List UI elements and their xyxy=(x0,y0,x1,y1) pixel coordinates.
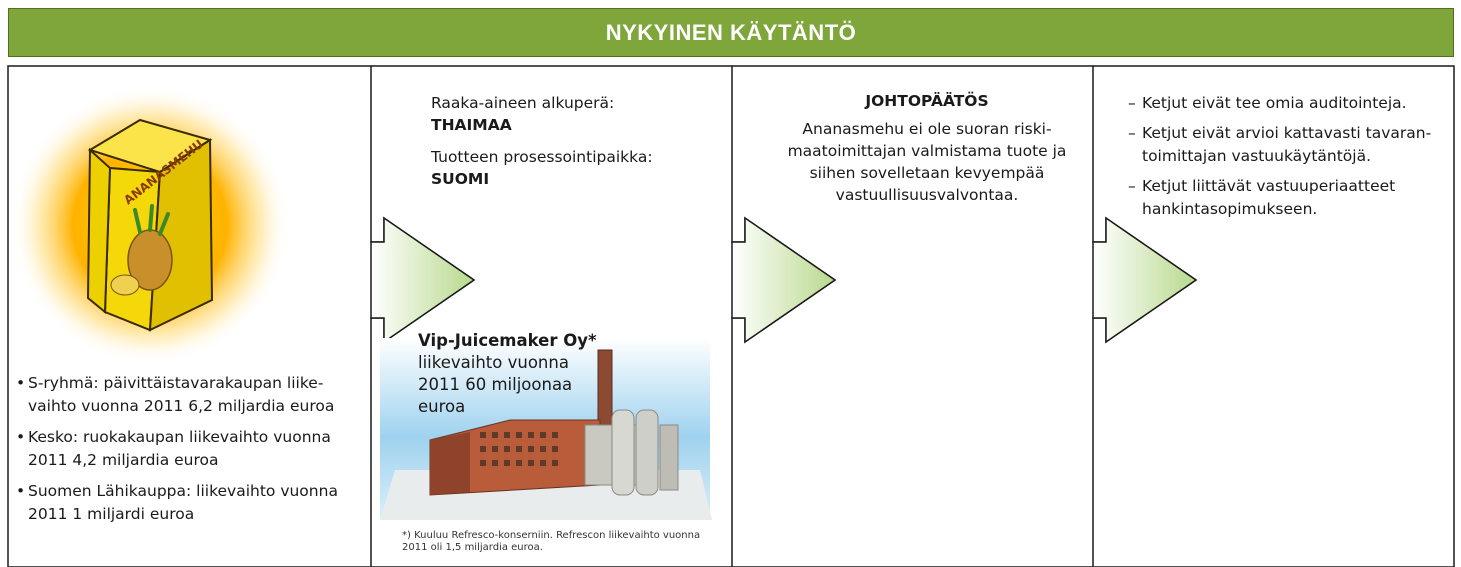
footnote: *) Kuuluu Refresco-konserniin. Refrescon… xyxy=(402,530,701,553)
retail-chains-list: S-ryhmä: päivittäistavarakaupan liike-va… xyxy=(16,372,361,534)
list-item: Kesko: ruokakaupan liikevaihto vuonna 20… xyxy=(16,426,361,472)
conclusion-block: JOHTOPÄÄTÖS Ananasmehu ei ole suoran ris… xyxy=(782,90,1072,206)
column-4-box xyxy=(1093,65,1455,567)
company-info: Vip-Juicemaker Oy* liikevaihto vuonna 20… xyxy=(418,330,678,418)
list-item: Suomen Lähikauppa: liikevaihto vuonna 20… xyxy=(16,480,361,526)
origin-value: THAIMAA xyxy=(431,116,512,134)
list-item: Ketjut eivät tee omia auditointeja. xyxy=(1128,92,1453,115)
list-item: Ketjut liittävät vastuuperiaatteet hanki… xyxy=(1128,175,1453,221)
practices-list: Ketjut eivät tee omia auditointeja. Ketj… xyxy=(1128,92,1453,228)
factory-illustration xyxy=(380,338,712,520)
origin-label: Raaka-aineen alkuperä: xyxy=(431,94,615,112)
company-name: Vip-Juicemaker Oy* xyxy=(418,331,597,350)
processing-label: Tuotteen prosessointipaikka: xyxy=(431,148,653,166)
arrow-3 xyxy=(1092,216,1198,344)
conclusion-text: Ananasmehu ei ole suoran riski-maatoimit… xyxy=(787,120,1067,204)
juice-package-illustration xyxy=(86,118,214,332)
processing-value: SUOMI xyxy=(431,170,490,188)
company-revenue: liikevaihto vuonna 2011 60 miljoonaa eur… xyxy=(418,353,573,416)
list-item: Ketjut eivät arvioi kattavasti tavaran-t… xyxy=(1128,122,1453,168)
header-title: NYKYINEN KÄYTÄNTÖ xyxy=(605,19,857,45)
conclusion-title: JOHTOPÄÄTÖS xyxy=(865,92,989,110)
arrow-1 xyxy=(370,216,476,344)
arrow-2 xyxy=(731,216,837,344)
header-banner: NYKYINEN KÄYTÄNTÖ xyxy=(8,8,1454,57)
list-item: S-ryhmä: päivittäistavarakaupan liike-va… xyxy=(16,372,361,418)
